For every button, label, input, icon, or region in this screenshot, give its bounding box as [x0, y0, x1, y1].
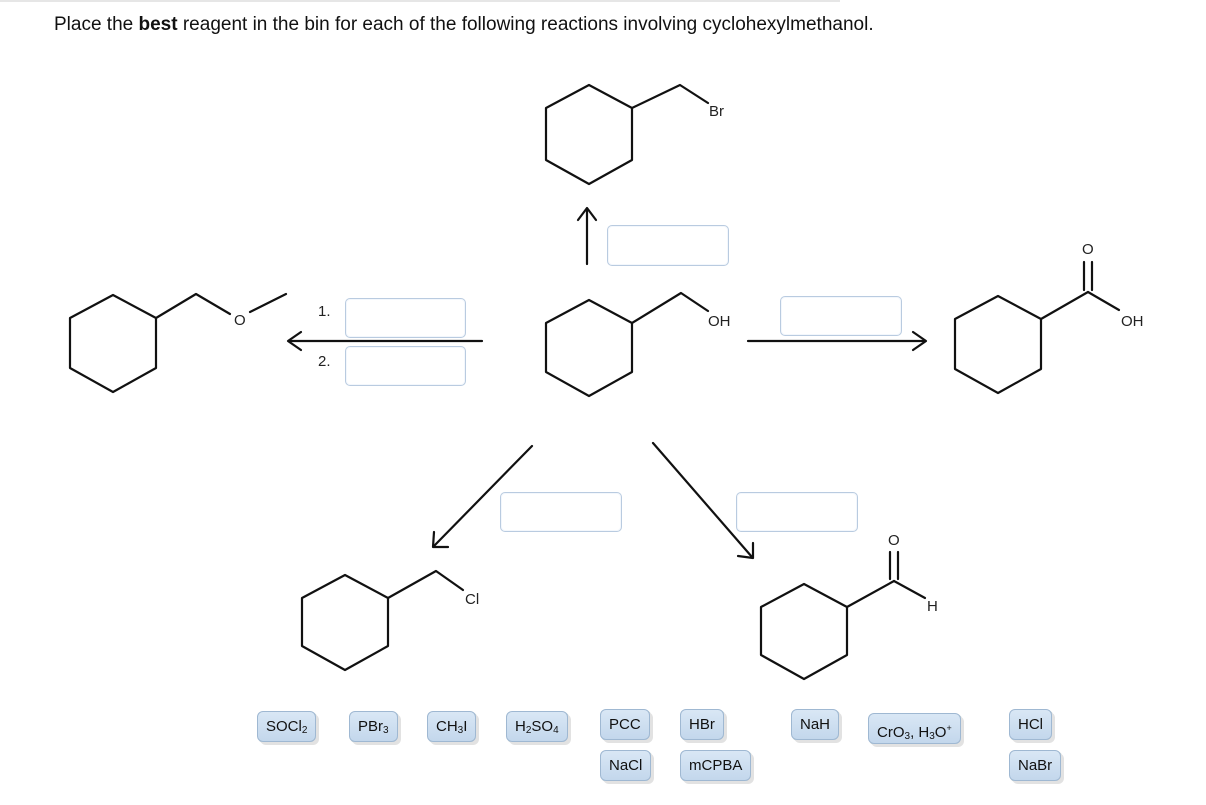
chain-ether [154, 292, 232, 320]
step-1-label: 1. [318, 303, 331, 320]
arrow-down-left-head [431, 530, 450, 549]
reagent-mcpba[interactable]: mCPBA [680, 750, 752, 781]
reagent-nah[interactable]: NaH [791, 709, 840, 740]
ring-alcohol [544, 298, 634, 398]
chain-alcohol [630, 291, 710, 325]
step-2-label: 2. [318, 353, 331, 370]
ald-h-bond [892, 579, 927, 600]
arrow-right-head [911, 330, 928, 352]
arrow-up-head [576, 206, 598, 222]
reagent-nabr[interactable]: NaBr [1009, 750, 1062, 781]
top-divider [0, 0, 840, 2]
ring-ether [68, 293, 158, 394]
bin-left-step2[interactable] [345, 346, 466, 386]
ald-bond [845, 579, 896, 609]
reagent-nacl[interactable]: NaCl [600, 750, 652, 781]
arrow-left-head [286, 330, 303, 352]
methyl-bond [248, 292, 288, 314]
instruction-text: Place the best reagent in the bin for ea… [54, 14, 874, 35]
reagent-pcc[interactable]: PCC [600, 709, 650, 740]
acid-oh-bond [1086, 290, 1121, 312]
reagent-hcl[interactable]: HCl [1009, 709, 1052, 740]
bin-bottom-left[interactable] [500, 492, 622, 532]
label-o-acid: O [1082, 241, 1094, 258]
ring-acid [953, 294, 1043, 395]
label-h-ald: H [927, 598, 938, 615]
bin-top[interactable] [607, 225, 729, 266]
bin-right[interactable] [780, 296, 902, 336]
chain-bromide [630, 83, 710, 110]
reagent-h2so4[interactable]: H2SO4 [506, 711, 568, 742]
instruction-bold: best [138, 14, 178, 35]
reagent-socl2[interactable]: SOCl2 [257, 711, 317, 742]
label-cl: Cl [465, 591, 479, 608]
label-oh-center: OH [708, 313, 731, 330]
label-oh-acid: OH [1121, 313, 1144, 330]
arrow-down-right-head [736, 541, 755, 560]
label-br: Br [709, 103, 724, 120]
reagent-cro3-h3o[interactable]: CrO3, H3O+ [868, 713, 961, 744]
arrow-down-right [651, 441, 754, 559]
ring-aldehyde [759, 582, 849, 681]
label-o-ether: O [234, 312, 246, 329]
ring-chloride [300, 573, 390, 672]
acid-bond [1039, 290, 1090, 321]
ring-bromide [544, 83, 634, 186]
chain-chloride [386, 569, 465, 600]
bin-left-step1[interactable] [345, 298, 466, 338]
arrow-down-left [432, 444, 534, 548]
reagent-hbr[interactable]: HBr [680, 709, 724, 740]
reagent-pbr3[interactable]: PBr3 [349, 711, 398, 742]
bin-bottom-right[interactable] [736, 492, 858, 532]
label-o-ald: O [888, 532, 900, 549]
reagent-ch3i[interactable]: CH3I [427, 711, 477, 742]
